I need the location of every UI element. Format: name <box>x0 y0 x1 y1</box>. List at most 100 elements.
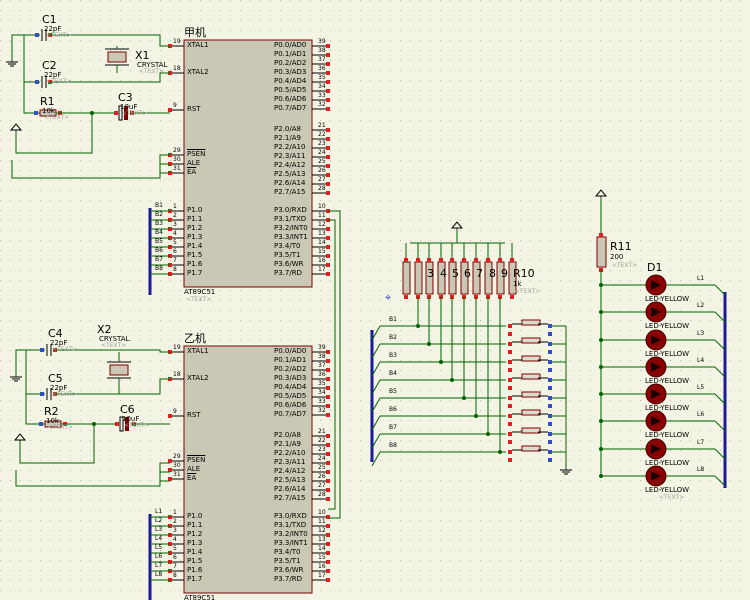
switch-actuator <box>521 391 541 398</box>
pin-label: P1.5 <box>187 557 203 565</box>
d1-ref: D1 <box>647 261 663 274</box>
pin-number: 2 <box>173 212 177 219</box>
pin-label: P0.4/AD4 <box>274 77 307 85</box>
switch-bus-label: B6 <box>389 406 397 413</box>
pin-label: P0.3/AD3 <box>274 374 307 382</box>
led-icon <box>651 362 661 372</box>
bus-label: B7 <box>155 256 163 263</box>
pin-number: 32 <box>318 407 326 414</box>
bus-label: B2 <box>155 211 163 218</box>
pin-terminal <box>548 324 552 328</box>
pin-terminal <box>508 368 512 372</box>
pin-end <box>326 146 330 150</box>
pin-number: 22 <box>318 131 326 138</box>
osc-wire <box>11 34 40 60</box>
r11-resistor <box>596 236 607 268</box>
electrolytic-cap-icon <box>118 105 123 121</box>
led-icon <box>651 444 661 454</box>
junction-dot <box>599 419 603 423</box>
c1-value: 22pF <box>44 25 62 33</box>
pin-end <box>326 377 330 381</box>
rpack-pin-number: 8 <box>489 267 496 280</box>
pin-label: P2.2/A10 <box>274 449 306 457</box>
bus-label: B6 <box>155 247 163 254</box>
junction-dot <box>599 310 603 314</box>
pin-end <box>326 155 330 159</box>
pin-label: P0.4/AD4 <box>274 383 307 391</box>
switch-bus-label: B4 <box>389 370 397 377</box>
pin-number: 27 <box>318 482 326 489</box>
pin-label: P2.4/A12 <box>274 467 306 475</box>
pin-label: P0.7/AD7 <box>274 410 307 418</box>
r1-tag: <TEXT> <box>44 114 70 121</box>
pin-number: 16 <box>318 563 326 570</box>
c4-tag: <TEXT> <box>52 346 78 353</box>
bus-label: L8 <box>155 571 163 578</box>
bus-label: L4 <box>155 535 163 542</box>
osc-wire <box>53 349 170 353</box>
pin-number: 3 <box>173 527 177 534</box>
crystal-icon <box>109 364 129 376</box>
pin-end <box>326 515 330 519</box>
pin-number: 14 <box>318 239 326 246</box>
chip-part: AT89C51 <box>184 594 216 600</box>
pin-terminal <box>510 258 514 262</box>
pin-end <box>326 236 330 240</box>
junction-dot <box>599 283 603 287</box>
pin-end <box>326 245 330 249</box>
pin-label: P3.3/INT1 <box>274 233 308 241</box>
power-arrow-icon <box>450 221 464 229</box>
pin-terminal <box>508 396 512 400</box>
pin-label: P1.4 <box>187 548 203 556</box>
rpack-tag: <TEXT> <box>515 288 541 295</box>
bus-label: B1 <box>155 202 163 209</box>
pin-terminal <box>548 378 552 382</box>
pin-terminal <box>548 350 552 354</box>
pin-number: 5 <box>173 545 177 552</box>
pin-terminal <box>508 350 512 354</box>
pin-label: P3.2/INT0 <box>274 530 308 538</box>
rpack-pin-number: 9 <box>501 267 508 280</box>
pin-number: 18 <box>173 65 181 72</box>
pin-number: 35 <box>318 380 326 387</box>
bus-entry <box>714 311 726 323</box>
pin-end <box>326 497 330 501</box>
bus-entry <box>371 325 381 341</box>
pin-number: 17 <box>318 266 326 273</box>
pin-end <box>326 368 330 372</box>
pin-terminal <box>35 33 39 37</box>
bus-label: B3 <box>155 220 163 227</box>
pin-label: P2.0/A8 <box>274 431 301 439</box>
led-part-label: LED-YELLOW <box>645 322 690 330</box>
pin-number: 39 <box>318 344 326 351</box>
pin-end <box>326 137 330 141</box>
pin-number: 37 <box>318 56 326 63</box>
led-part-label: LED-YELLOW <box>645 431 690 439</box>
bus-entry <box>714 284 726 296</box>
junction-dot <box>439 360 443 364</box>
r1-ref: R1 <box>40 95 55 108</box>
pin-label: P2.6/A14 <box>274 485 306 493</box>
pin-label: P0.2/AD2 <box>274 365 307 373</box>
pin-number: 25 <box>318 158 326 165</box>
pin-end <box>326 479 330 483</box>
pin-terminal <box>450 258 454 262</box>
switch-actuator <box>521 445 541 452</box>
pin-terminal <box>599 233 603 237</box>
pin-end <box>326 182 330 186</box>
pin-end <box>326 386 330 390</box>
chip-name: 乙机 <box>184 332 206 345</box>
pin-label: P1.2 <box>187 224 203 232</box>
pin-number: 15 <box>318 554 326 561</box>
c5-tag: <TEXT> <box>52 391 78 398</box>
bus-entry <box>371 343 381 359</box>
pin-terminal <box>486 258 490 262</box>
pin-end <box>168 459 172 463</box>
pin-label: P0.0/AD0 <box>274 41 307 49</box>
reset-wire <box>15 113 93 154</box>
pin-number: 10 <box>318 203 326 210</box>
switch-actuator <box>521 355 541 362</box>
pin-end <box>326 62 330 66</box>
pin-number: 30 <box>173 462 181 469</box>
